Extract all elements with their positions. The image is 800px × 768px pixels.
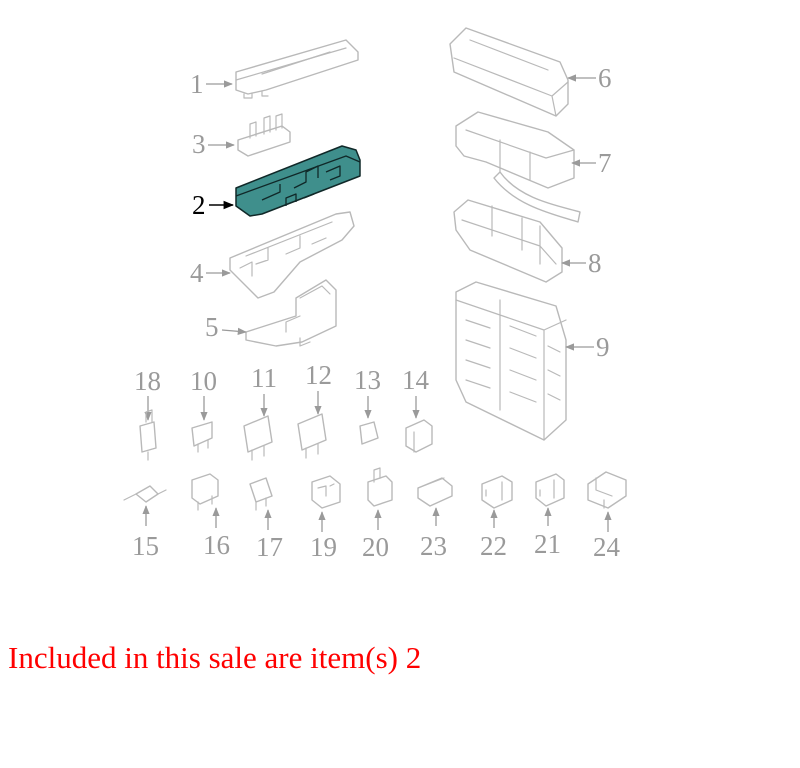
callout-13: 13: [354, 365, 381, 395]
callout-9: 9: [596, 332, 610, 362]
callout-22: 22: [480, 531, 507, 561]
callout-11: 11: [251, 363, 277, 393]
part-1-cover: [235, 39, 359, 99]
callout-14: 14: [402, 365, 430, 395]
callout-16: 16: [203, 530, 230, 560]
part-15-fuse: [123, 485, 167, 503]
part-8-lower-tray: [453, 199, 563, 283]
callout-7: 7: [598, 148, 612, 178]
part-9-main-box: [455, 281, 567, 441]
callout-21: 21: [534, 529, 561, 559]
part-18-fuse: [139, 409, 157, 461]
callout-5: 5: [205, 312, 219, 342]
callout-10: 10: [190, 366, 217, 396]
part-3-terminal-block: [237, 113, 291, 157]
part-10-fuse: [191, 421, 213, 453]
part-14-fuse: [405, 419, 433, 453]
callout-4: 4: [190, 258, 204, 288]
callout-17: 17: [256, 532, 283, 562]
callout-24: 24: [593, 532, 621, 562]
callout-18: 18: [134, 366, 161, 396]
callout-23: 23: [420, 531, 447, 561]
callout-3: 3: [192, 129, 206, 159]
callout-1: 1: [190, 69, 204, 99]
part-7-harness-cover: [455, 111, 581, 223]
callout-8: 8: [588, 248, 602, 278]
part-11-fuse: [243, 415, 273, 461]
part-19-relay: [311, 475, 341, 509]
part-4-tray: [229, 211, 355, 299]
fuse-box-parts-diagram: 1 3 2 4 5 6 7: [123, 27, 627, 562]
part-17-fuse: [249, 477, 273, 511]
part-20-relay: [367, 467, 393, 507]
part-5-bracket: [245, 279, 337, 347]
part-21-relay: [535, 473, 565, 507]
part-6-lid: [449, 27, 569, 117]
sale-caption: Included in this sale are item(s) 2: [8, 640, 422, 675]
callout-12: 12: [305, 360, 332, 390]
part-16-fuse: [191, 473, 219, 511]
callout-19: 19: [310, 532, 337, 562]
callout-6: 6: [598, 63, 612, 93]
callout-2: 2: [192, 190, 206, 220]
part-12-fuse: [297, 413, 327, 459]
part-23-relay: [417, 477, 453, 507]
part-22-relay: [481, 475, 513, 509]
callout-15: 15: [132, 531, 159, 561]
part-24-relay: [587, 471, 627, 509]
callout-20: 20: [362, 532, 389, 562]
part-2-selected[interactable]: [235, 145, 361, 217]
part-13-fuse: [359, 421, 379, 445]
